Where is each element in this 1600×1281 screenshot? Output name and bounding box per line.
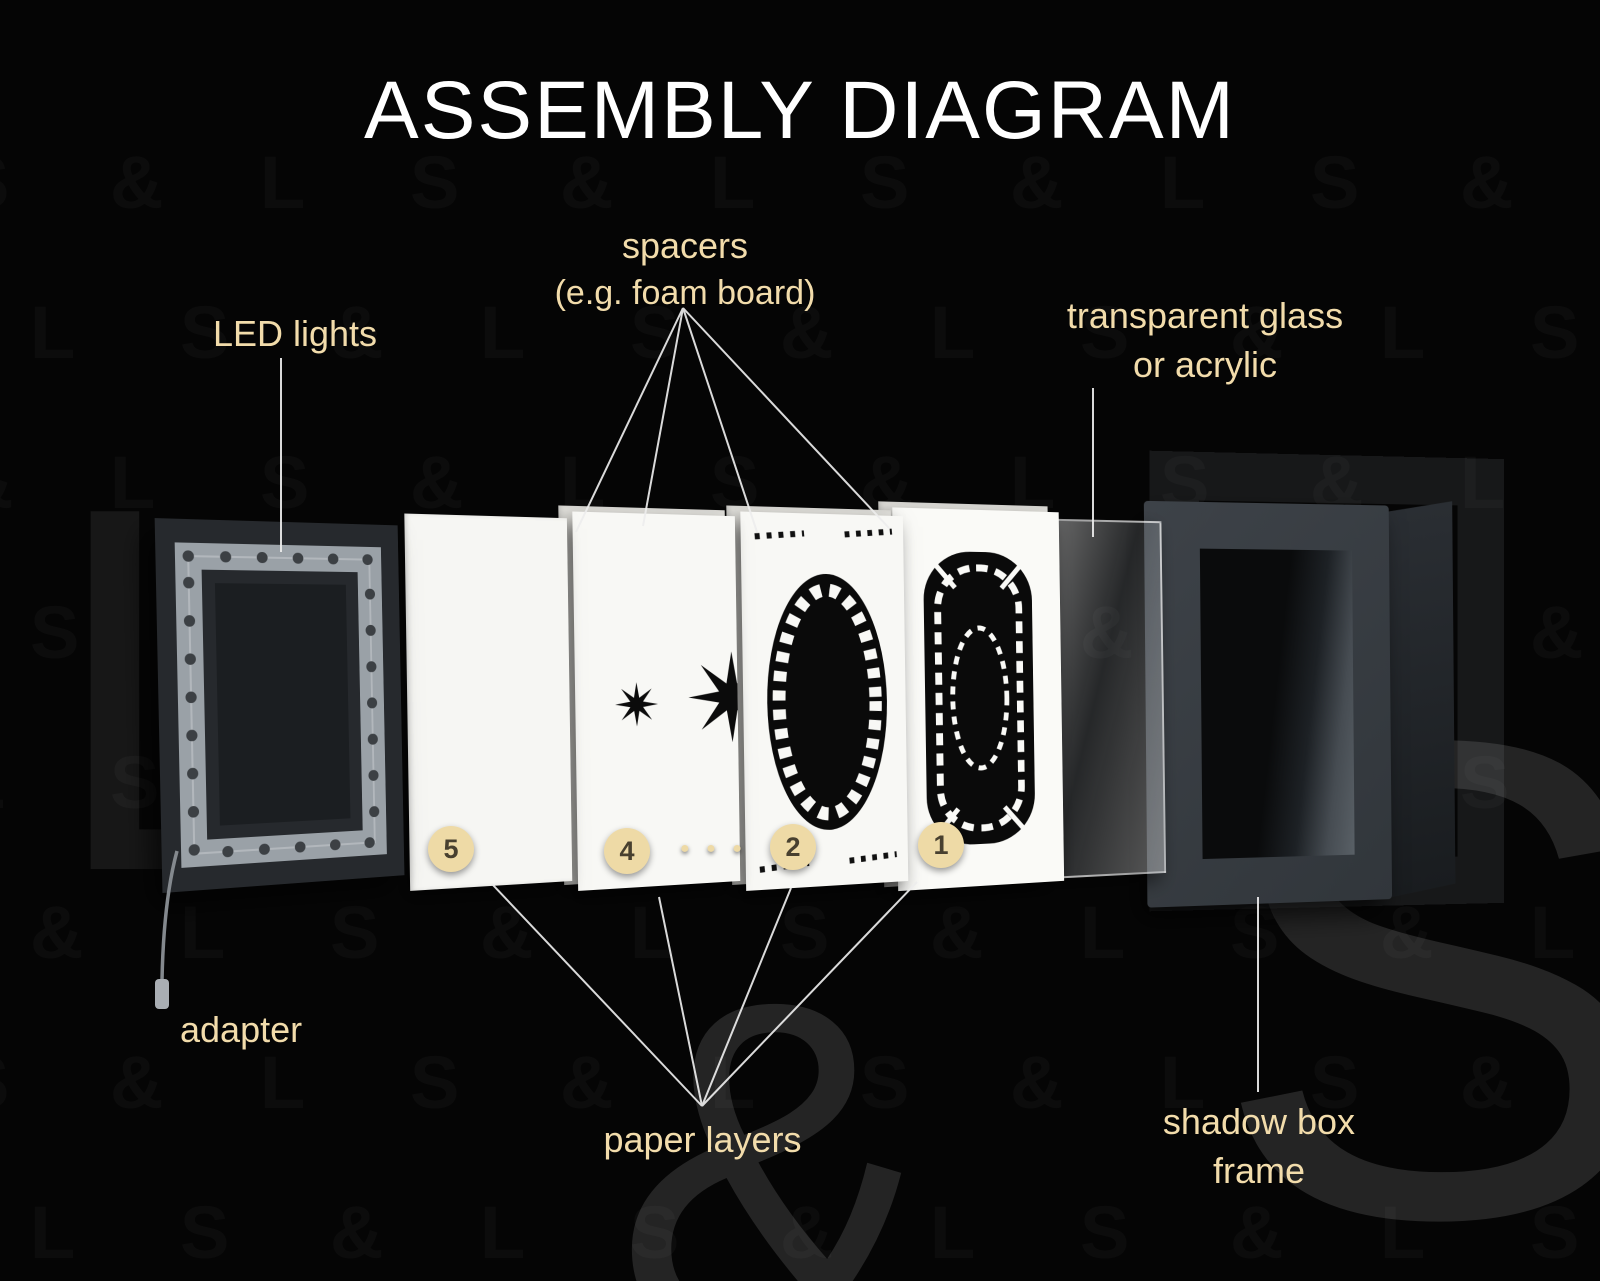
layer-badge-1: 1 [918, 822, 964, 868]
label-led-lights: LED lights [212, 313, 378, 354]
label-spacers-line1: spacers [621, 225, 749, 266]
paper-layer-4-pattern [572, 511, 741, 891]
shadow-box-frame [1143, 500, 1465, 920]
star-cutout-small [614, 682, 659, 727]
diagram-title: ASSEMBLY DIAGRAM [364, 65, 1236, 156]
watermark-letter: & [480, 890, 533, 975]
paper-layer-1 [892, 507, 1065, 892]
label-transparent-glass: transparent glass or acrylic [1040, 292, 1370, 389]
watermark-letter: S [410, 1040, 459, 1125]
watermark-letter: & [330, 1190, 383, 1275]
label-shadow-box-line1: shadow box [1162, 1101, 1356, 1142]
layer-badge-4: 4 [604, 828, 650, 874]
watermark-letter: L [930, 290, 975, 375]
frame-front-face [1143, 500, 1393, 908]
led-panel-graphic [155, 518, 405, 893]
paper-layer-2 [740, 511, 909, 891]
label-glass-line2: or acrylic [1132, 343, 1278, 385]
watermark-letter: L [1380, 290, 1425, 375]
paper-layer-5 [404, 513, 573, 891]
label-glass-line1: transparent glass [1066, 295, 1344, 336]
watermark-letter: S [330, 890, 379, 975]
frame-side-face [1388, 501, 1456, 898]
watermark-letter: S [0, 1040, 9, 1125]
hidden-layers-dots: ● ● ● [680, 840, 748, 857]
led-panel [155, 518, 405, 893]
label-shadow-box-line2: frame [1212, 1149, 1306, 1191]
watermark-letter: L [30, 1190, 75, 1275]
layer-badge-5: 5 [428, 826, 474, 872]
watermark-letter: S [1530, 290, 1579, 375]
watermark-letter: L [30, 290, 75, 375]
label-adapter: adapter [180, 1009, 303, 1050]
label-spacers-line2: (e.g. foam board) [554, 273, 816, 312]
watermark-letter: L [0, 740, 5, 825]
watermark-letter: L [480, 1190, 525, 1275]
label-paper-layers: paper layers [603, 1119, 802, 1160]
watermark-letter-ampersand: & [615, 901, 936, 1281]
label-spacers: spacers (e.g. foam board) [485, 222, 885, 316]
watermark-letter: & [1010, 1040, 1063, 1125]
layer-badge-2: 2 [770, 824, 816, 870]
frame-opening [1199, 548, 1355, 860]
watermark-letter: L [1080, 890, 1125, 975]
label-shadow-box-frame: shadow box frame [1128, 1098, 1390, 1195]
paper-layer-4 [572, 511, 741, 891]
watermark-letter: L [930, 1190, 975, 1275]
watermark-letter: & [410, 440, 463, 525]
paper-layer-1-pattern [892, 507, 1065, 892]
watermark-letter: & [110, 1040, 163, 1125]
watermark-letter: & [560, 1040, 613, 1125]
paper-layer-2-pattern [740, 511, 909, 891]
watermark-letter: S [1080, 1190, 1129, 1275]
watermark-letter: & [0, 440, 13, 525]
watermark-letter: S [180, 1190, 229, 1275]
star-cutout-large [687, 651, 741, 744]
watermark-letter: & [930, 890, 983, 975]
